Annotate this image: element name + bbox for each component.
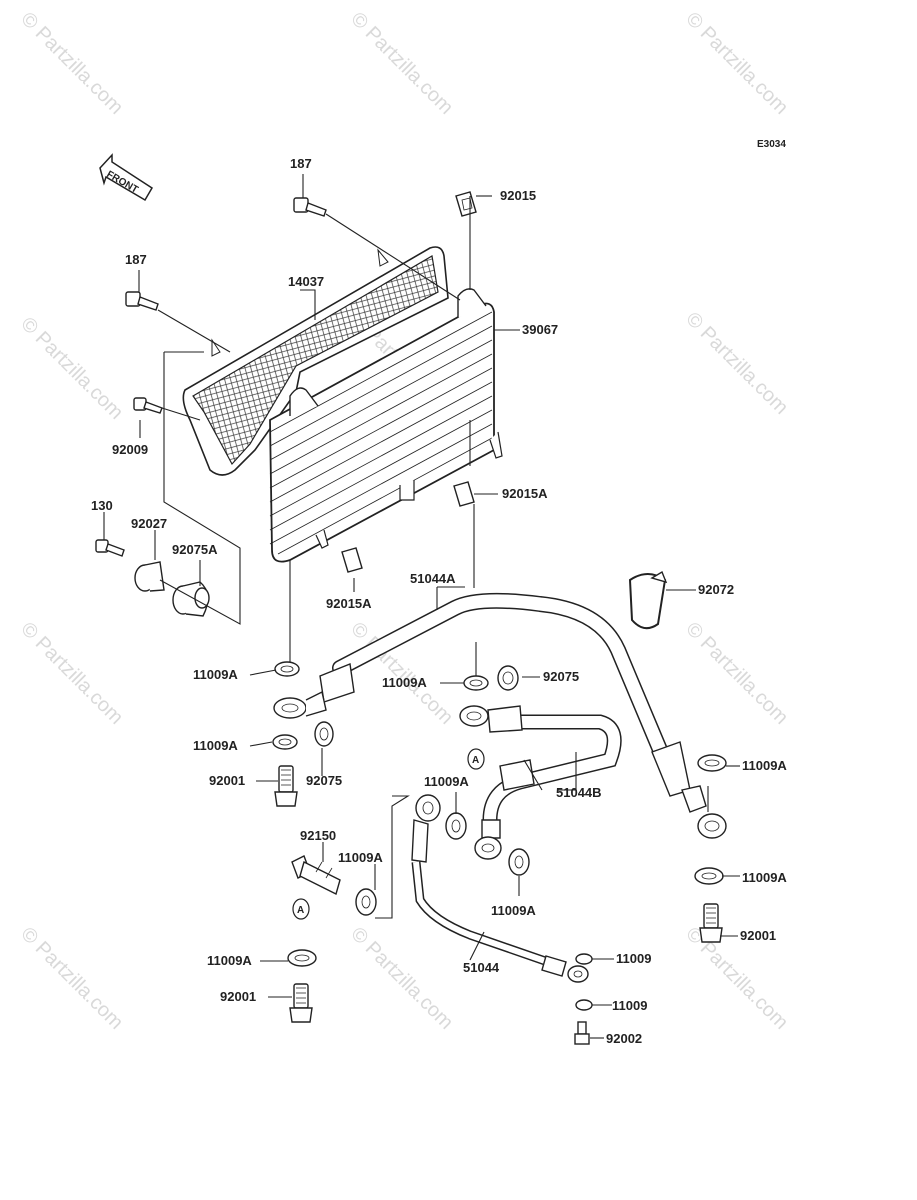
watermark: © Partzilla.com [346, 8, 457, 119]
callout-a-lower: A [292, 898, 310, 920]
label-51044: 51044 [463, 960, 500, 975]
watermark: © Partzilla.com [16, 313, 127, 424]
front-arrow-icon: FRONT [99, 153, 154, 202]
label-11009a-8: 11009A [742, 870, 787, 885]
bolt-187-left [125, 291, 159, 311]
bolt-130 [95, 539, 125, 557]
clip-92015a-lower [341, 547, 363, 573]
hose-51044 [411, 794, 589, 983]
label-92015a-right: 92015A [502, 486, 548, 501]
hose-51044b [459, 705, 622, 860]
label-11009a-9: 11009A [207, 953, 252, 968]
callout-a-upper: A [467, 748, 485, 770]
label-92015a-lower: 92015A [326, 596, 372, 611]
bolt-92009 [133, 397, 163, 414]
banjo-bolt-92001-3 [289, 983, 313, 1023]
label-39067: 39067 [522, 322, 558, 337]
label-92001-1: 92001 [209, 773, 245, 788]
label-51044b: 51044B [556, 785, 602, 800]
label-130: 130 [91, 498, 113, 513]
label-11009a-6: 11009A [338, 850, 383, 865]
band-92072 [628, 570, 668, 630]
watermark: © Partzilla.com [681, 308, 792, 419]
clip-92015a-right [453, 481, 475, 507]
label-11009a-4: 11009A [424, 774, 469, 789]
washer-11009a-6 [355, 888, 377, 916]
label-11009a-5: 11009A [491, 903, 536, 918]
label-92015: 92015 [500, 188, 536, 203]
washer-11009a-5 [508, 848, 530, 876]
label-11009-2: 11009 [612, 998, 647, 1013]
callout-a-label: A [297, 905, 304, 916]
label-92027: 92027 [131, 516, 167, 531]
label-92002: 92002 [606, 1031, 642, 1046]
leader-lines [103, 174, 740, 1039]
label-92009: 92009 [112, 442, 148, 457]
label-92075-left: 92075 [306, 773, 342, 788]
banjo-bolt-92001-1 [274, 765, 298, 807]
oil-cooler [269, 288, 503, 563]
union-bolt-92150 [291, 855, 341, 896]
guard-screen [182, 246, 449, 476]
label-11009a-2: 11009A [193, 738, 238, 753]
label-92075a: 92075A [172, 542, 218, 557]
washer-11009a-1 [274, 661, 300, 677]
watermark: © Partzilla.com [16, 923, 127, 1034]
watermark: © Partzilla.com [681, 8, 792, 119]
hose-51044a [273, 592, 727, 839]
watermark: © Partzilla.com [16, 8, 127, 119]
washer-11009a-7 [697, 754, 727, 772]
label-11009-1: 11009 [616, 951, 651, 966]
label-92150: 92150 [300, 828, 336, 843]
diagram-code: E3034 [757, 139, 786, 150]
washer-11009a-9 [287, 949, 317, 967]
bolt-187-top [293, 197, 327, 217]
collar-92027 [134, 561, 165, 592]
label-187-left: 187 [125, 252, 147, 267]
watermark: © Partzilla.com [346, 923, 457, 1034]
grommet-92075a [172, 581, 210, 617]
label-14037: 14037 [288, 274, 324, 289]
washer-11009-2 [575, 999, 593, 1011]
washer-11009-1 [575, 953, 593, 965]
label-11009a-3: 11009A [382, 675, 427, 690]
washer-11009a-4 [445, 812, 467, 840]
label-11009a-1: 11009A [193, 667, 238, 682]
washer-11009a-2 [272, 734, 298, 750]
washer-11009a-3 [463, 675, 489, 691]
label-92001-2: 92001 [740, 928, 776, 943]
grommet-92075-left [314, 721, 334, 747]
label-51044a: 51044A [410, 571, 456, 586]
label-11009a-7: 11009A [742, 758, 787, 773]
label-92075-right: 92075 [543, 669, 579, 684]
label-92072: 92072 [698, 582, 734, 597]
banjo-bolt-92001-2 [699, 903, 723, 943]
watermark: © Partzilla.com [681, 618, 792, 729]
watermark: © Partzilla.com [16, 618, 127, 729]
label-92001-3: 92001 [220, 989, 256, 1004]
washer-11009a-8 [694, 867, 724, 885]
callout-a-label: A [472, 755, 479, 766]
part-labels: 187 92015 187 14037 39067 92009 92015A 1… [91, 156, 787, 1046]
clip-92015 [455, 191, 477, 217]
bolt-92002 [574, 1021, 590, 1045]
label-187-top: 187 [290, 156, 312, 171]
grommet-92075-right [497, 665, 519, 691]
